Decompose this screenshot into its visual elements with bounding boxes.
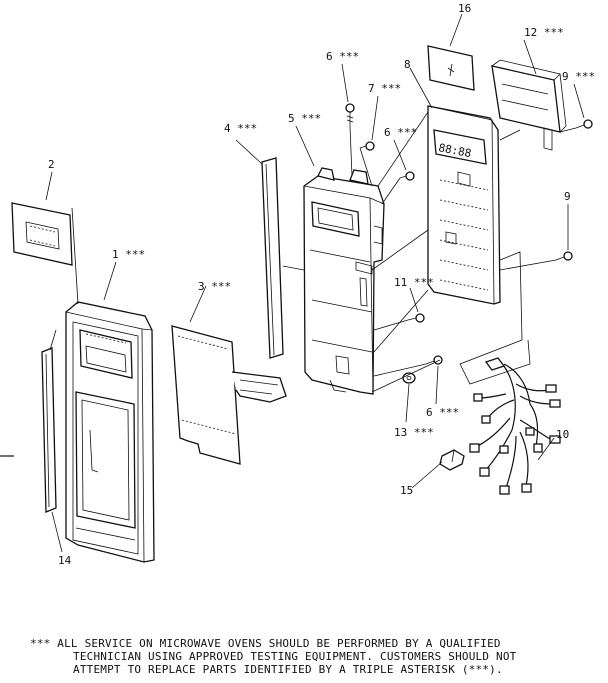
part-13-washer [402, 372, 416, 384]
label-part-9b: 9 [564, 190, 571, 203]
footnote-line-3: ATTEMPT TO REPLACE PARTS IDENTIFIED BY A… [73, 663, 503, 676]
callout-labels: 2 1 *** 3 *** 4 *** 5 *** 6 *** 7 *** 6 … [48, 2, 595, 567]
label-part-14: 14 [58, 554, 72, 567]
screw-6b [399, 171, 415, 181]
screw-7 [359, 141, 375, 151]
label-part-6a: 6 *** [326, 50, 359, 63]
label-part-6c: 6 *** [426, 406, 459, 419]
part-1-door-frame [65, 301, 155, 563]
label-part-16: 16 [458, 2, 471, 15]
label-part-10: 10 [556, 428, 569, 441]
label-part-7: 7 *** [368, 82, 401, 95]
service-warning-footnote: *** ALL SERVICE ON MICROWAVE OVENS SHOUL… [30, 637, 590, 676]
assembly-lines [49, 111, 577, 393]
label-part-2: 2 [48, 158, 55, 171]
part-14-strip [41, 347, 57, 513]
label-part-4: 4 *** [224, 122, 257, 135]
part-3-insulation-sheet [171, 325, 287, 465]
label-part-11: 11 *** [394, 276, 434, 289]
label-part-12: 12 *** [524, 26, 564, 39]
label-part-5: 5 *** [288, 112, 321, 125]
screw-9b [555, 251, 573, 261]
display-digits: 88:88 [437, 141, 472, 160]
footnote-line-2: TECHNICIAN USING APPROVED TESTING EQUIPM… [73, 650, 517, 663]
screw-11 [407, 313, 425, 323]
part-10-wire-harness [469, 357, 561, 495]
part-12-bracket-box [491, 59, 567, 151]
part-5-control-bracket [303, 167, 385, 395]
part-2-label-plate [11, 202, 73, 266]
footnote-line-1: *** ALL SERVICE ON MICROWAVE OVENS SHOUL… [30, 637, 501, 650]
part-16-membrane [427, 45, 475, 91]
screw-9a [575, 119, 593, 129]
label-part-15: 15 [400, 484, 413, 497]
label-part-9a: 9 *** [562, 70, 595, 83]
label-part-13: 13 *** [394, 426, 434, 439]
label-part-3: 3 *** [198, 280, 231, 293]
part-4-long-strip [261, 157, 284, 359]
part-8-control-board: 88:88 [427, 105, 501, 305]
label-part-1: 1 *** [112, 248, 145, 261]
label-part-6b: 6 *** [384, 126, 417, 139]
callout-leaders [45, 13, 585, 553]
part-15-connector [439, 449, 465, 471]
label-part-8: 8 [404, 58, 411, 71]
screw-6a [345, 103, 355, 126]
